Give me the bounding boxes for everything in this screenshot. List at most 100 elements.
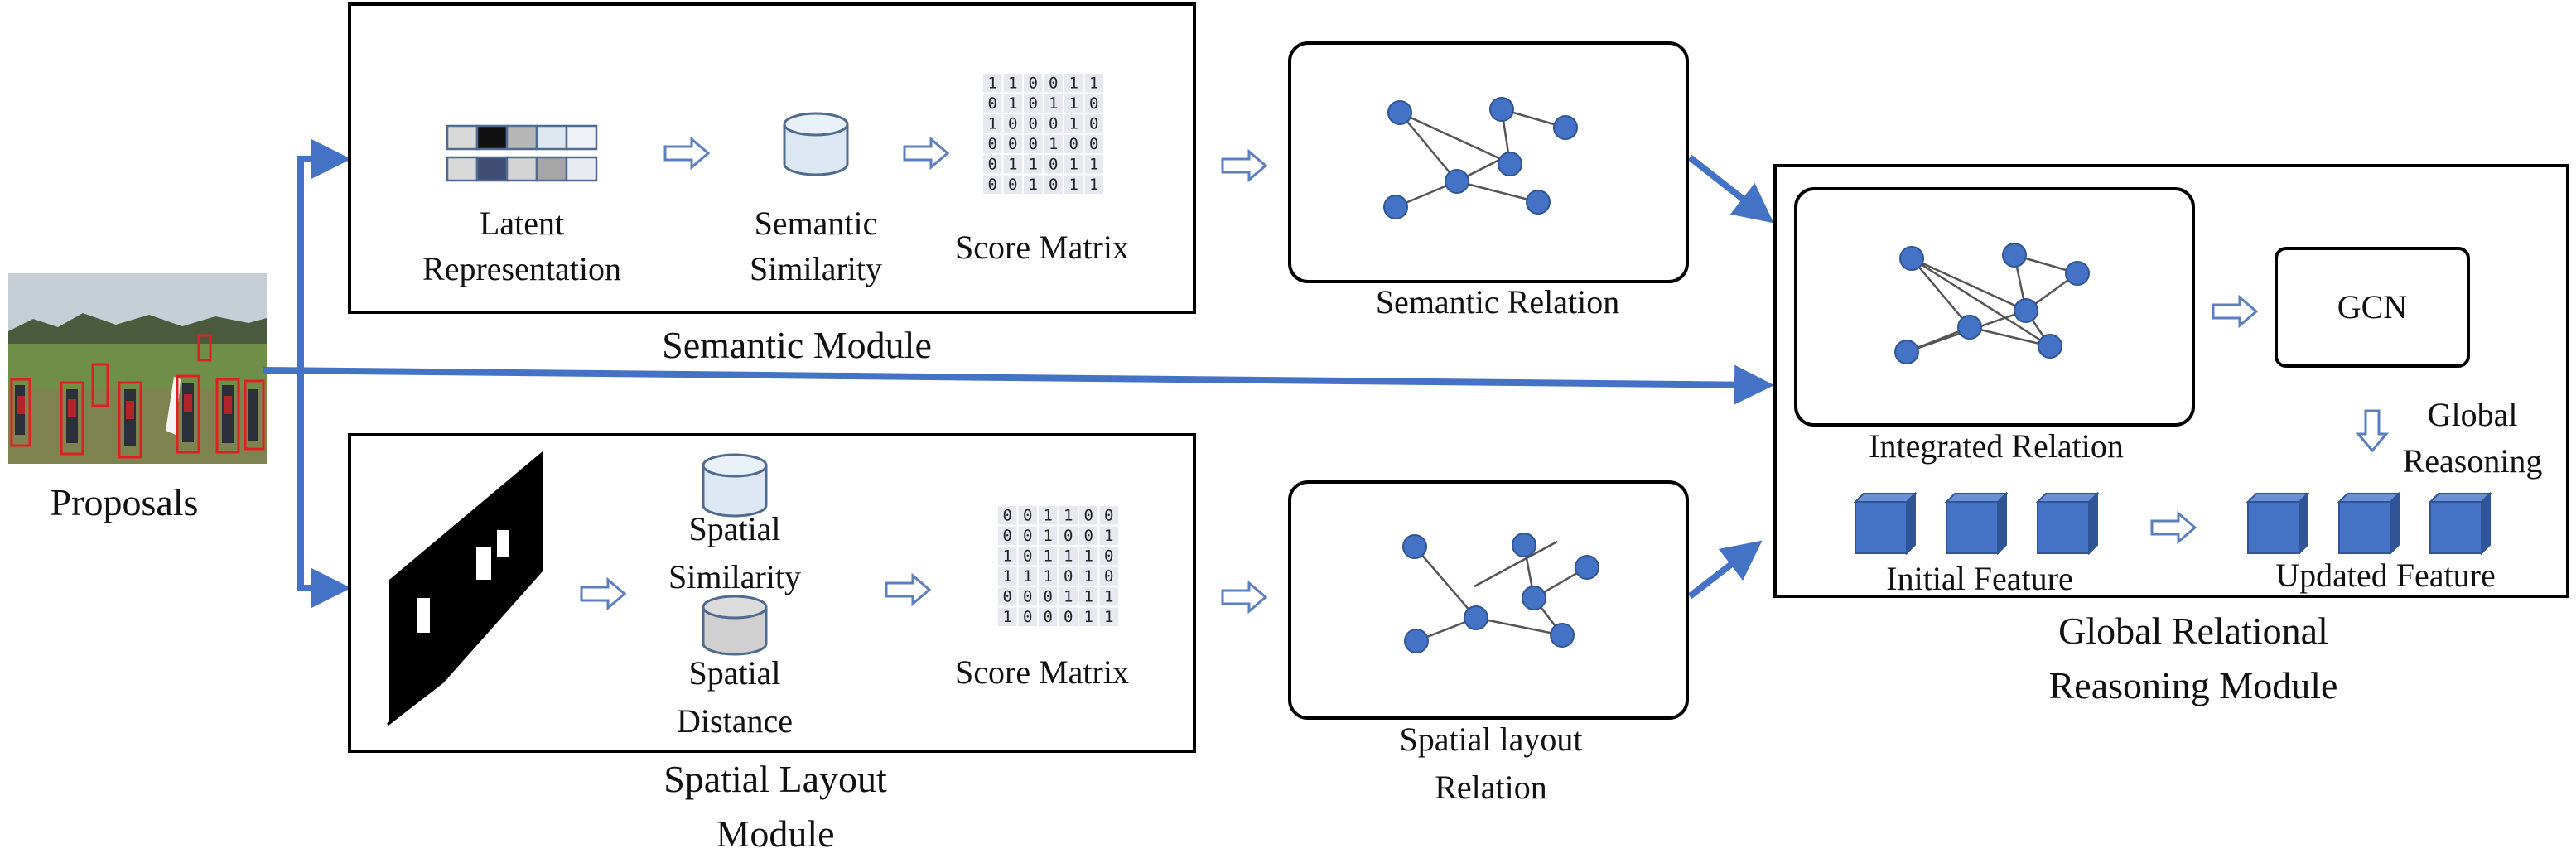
matrix-cell (1064, 94, 1083, 113)
matrix-cell (1024, 175, 1043, 194)
feature-cube-icon (2428, 491, 2492, 556)
matrix-value: 0 (1069, 135, 1078, 153)
matrix-value: 1 (1089, 176, 1098, 194)
matrix-value: 1 (1069, 74, 1078, 92)
matrix-value: 1 (1089, 74, 1098, 92)
matrix-cell (1099, 547, 1118, 566)
feature-cube-icon (2246, 491, 2310, 556)
matrix-cell (1059, 547, 1078, 566)
matrix-value: 1 (1104, 608, 1113, 626)
graph-node (1575, 555, 1599, 580)
matrix-cell (1024, 134, 1043, 153)
matrix-cell (998, 506, 1017, 525)
matrix-cell (1044, 175, 1063, 194)
matrix-cell (998, 566, 1017, 586)
matrix-cell (1003, 74, 1022, 93)
matrix-value: 0 (1049, 155, 1058, 173)
matrix-cell (1044, 134, 1063, 153)
matrix-cell (1039, 547, 1058, 566)
matrix-cell (1064, 114, 1083, 133)
semantic-similarity-label-1: Semantic (755, 205, 878, 242)
matrix-value: 0 (1029, 135, 1038, 153)
grr-module-title-2: Reasoning Module (2049, 664, 2338, 706)
semantic-similarity-label-2: Similarity (750, 250, 882, 287)
matrix-cell (1084, 155, 1103, 174)
hollow-arrow-icon (2212, 294, 2259, 329)
hollow-arrow-icon (885, 572, 932, 607)
graph-node (1894, 340, 1919, 364)
matrix-cell (998, 547, 1017, 566)
matrix-value: 1 (1064, 587, 1073, 605)
matrix-value: 0 (1029, 74, 1038, 92)
matrix-value: 0 (1089, 135, 1098, 153)
matrix-cell (1084, 94, 1103, 113)
matrix-cell (1018, 547, 1037, 566)
matrix-value: 0 (1029, 114, 1038, 133)
semantic-relation-label: Semantic Relation (1376, 283, 1619, 321)
hollow-arrow-icon (663, 136, 711, 171)
graph-node (2038, 334, 2062, 359)
matrix-cell (1018, 506, 1037, 525)
spatial-layout-module-title-1: Spatial Layout (663, 758, 887, 800)
hollow-down-arrow-icon (2355, 409, 2390, 453)
matrix-cell (983, 155, 1002, 174)
graph-node (1899, 246, 1924, 271)
hollow-arrow-icon (2150, 510, 2197, 545)
hollow-arrow-icon (1221, 148, 1268, 183)
matrix-value: 1 (1084, 547, 1093, 565)
matrix-value: 0 (988, 176, 997, 194)
matrix-value: 1 (1003, 608, 1012, 626)
score-matrix-top-label: Score Matrix (955, 229, 1129, 266)
hollow-arrow-icon (1221, 580, 1268, 615)
matrix-value: 1 (988, 74, 997, 92)
matrix-value: 0 (1008, 114, 1017, 133)
spatial-layout-relation-box (1288, 480, 1689, 720)
matrix-cell (983, 175, 1002, 194)
graph-node (1387, 100, 1412, 125)
graph-node (1512, 533, 1536, 557)
matrix-value: 0 (1064, 527, 1073, 545)
matrix-value: 0 (1003, 506, 1012, 524)
score-matrix-bottom-label: Score Matrix (955, 653, 1129, 691)
matrix-cell (1064, 74, 1083, 93)
spatial-layout-module-box (348, 433, 1196, 753)
spatial-layout-relation-graph (1402, 533, 1599, 653)
matrix-cell (983, 134, 1002, 153)
graph-node (1489, 97, 1514, 122)
gcn-box (2275, 247, 2470, 368)
matrix-cell (1018, 587, 1037, 606)
matrix-value: 0 (1064, 567, 1073, 586)
spatial-layout-relation-label-2: Relation (1435, 769, 1547, 806)
matrix-value: 0 (1044, 587, 1053, 605)
matrix-value: 0 (1023, 527, 1032, 545)
graph-node (1522, 586, 1546, 610)
updated-feature-cubes (2246, 491, 2492, 556)
graph-node (1464, 605, 1488, 630)
graph-node (2002, 243, 2027, 268)
matrix-cell (1018, 607, 1037, 626)
matrix-cell (1079, 607, 1098, 626)
global-reasoning-label-2: Reasoning (2403, 442, 2543, 480)
matrix-value: 0 (1003, 587, 1012, 605)
matrix-value: 0 (1049, 74, 1058, 92)
matrix-cell (1064, 175, 1083, 194)
matrix-cell (1059, 526, 1078, 545)
matrix-value: 1 (1064, 547, 1073, 565)
graph-node (1498, 152, 1522, 176)
global-relational-reasoning-module-box (1773, 164, 2569, 598)
matrix-value: 0 (988, 135, 997, 153)
updated-feature-label: Updated Feature (2275, 557, 2495, 594)
initial-feature-cubes (1853, 491, 2100, 556)
matrix-value: 0 (1089, 114, 1098, 133)
matrix-value: 1 (1008, 94, 1017, 113)
matrix-cell (1059, 566, 1078, 586)
matrix-cell (1099, 607, 1118, 626)
matrix-value: 1 (1069, 155, 1078, 173)
matrix-value: 1 (988, 114, 997, 133)
matrix-value: 0 (988, 155, 997, 173)
feature-cube-icon (2337, 491, 2401, 556)
matrix-cell (983, 94, 1002, 113)
matrix-value: 0 (1023, 547, 1032, 565)
matrix-value: 1 (1049, 94, 1058, 113)
